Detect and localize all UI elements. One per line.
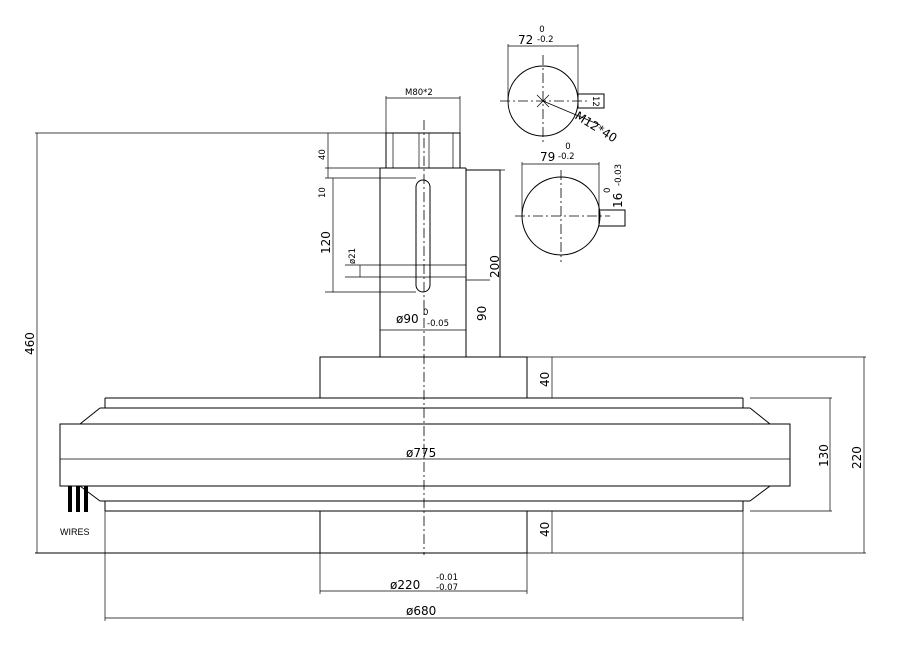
flat-width-label: 79 — [540, 150, 555, 164]
hole-dia-label: ø21 — [348, 248, 358, 264]
right-dimensions — [527, 356, 866, 554]
bottom-hub-outline — [319, 511, 528, 553]
shaft — [345, 96, 501, 358]
flat-width-tol-lower: -0.2 — [558, 152, 575, 162]
thread-length-label: 40 — [318, 149, 328, 160]
detail-bottom-key — [598, 209, 626, 227]
key-tol-upper: 0 — [603, 188, 613, 193]
hub-top-height-label: 40 — [538, 372, 552, 387]
slot-width-label: 72 — [518, 33, 533, 47]
bearing-dia-tol-upper: -0.01 — [436, 573, 458, 583]
key-width-label: 16 — [611, 193, 625, 208]
tire-width-label: 130 — [817, 444, 831, 467]
detail-view-top — [500, 44, 605, 145]
hole-leader — [542, 100, 601, 126]
shaft-dia-tol-lower: -0.05 — [427, 319, 449, 329]
top-hub-outline — [319, 356, 528, 398]
body-height-label: 220 — [850, 446, 864, 469]
hub-bottom-height-label: 40 — [538, 522, 552, 537]
shaft-dia-tol-upper: 0 — [423, 308, 428, 318]
bearing-dia-label: ø220 — [390, 578, 420, 592]
detail-view-bottom — [515, 162, 626, 262]
key-tol-lower: -0.03 — [614, 164, 624, 186]
tire-chamfer-bottom — [79, 485, 771, 502]
slot-width-tol-upper: 0 — [539, 25, 544, 35]
flat-width-tol-upper: 0 — [565, 142, 570, 152]
shaft-dia-label: ø90 — [396, 312, 419, 326]
tire-chamfer-top — [79, 407, 771, 425]
thread-label: M80*2 — [405, 88, 433, 98]
tire-outline — [59, 423, 791, 487]
flat-offset-label: 10 — [318, 187, 328, 198]
threaded-end — [385, 132, 461, 169]
motor-body — [35, 356, 791, 554]
bearing-dia-tol-lower: -0.07 — [436, 583, 458, 593]
bottom-dimensions — [104, 511, 744, 621]
slot-depth-label: 12 — [590, 96, 600, 107]
total-height-label: 460 — [23, 332, 37, 355]
thread-dimension — [385, 96, 461, 133]
detail-top-slot — [577, 93, 605, 109]
tire-dia-label: ø775 — [406, 446, 436, 460]
wires-label: WIRES — [60, 527, 90, 537]
shaft-length-label: 200 — [488, 255, 502, 278]
wires-icon — [68, 486, 88, 512]
shaft-slot — [415, 179, 431, 293]
body-dia-label: ø680 — [406, 604, 436, 618]
shaft-key — [465, 169, 501, 358]
left-dimensions — [35, 132, 505, 553]
key-offset-label: 90 — [475, 306, 489, 321]
slot-width-tol-lower: -0.2 — [537, 35, 554, 45]
key-length-label: 120 — [319, 231, 333, 254]
hole-label: M12*40 — [572, 109, 619, 146]
